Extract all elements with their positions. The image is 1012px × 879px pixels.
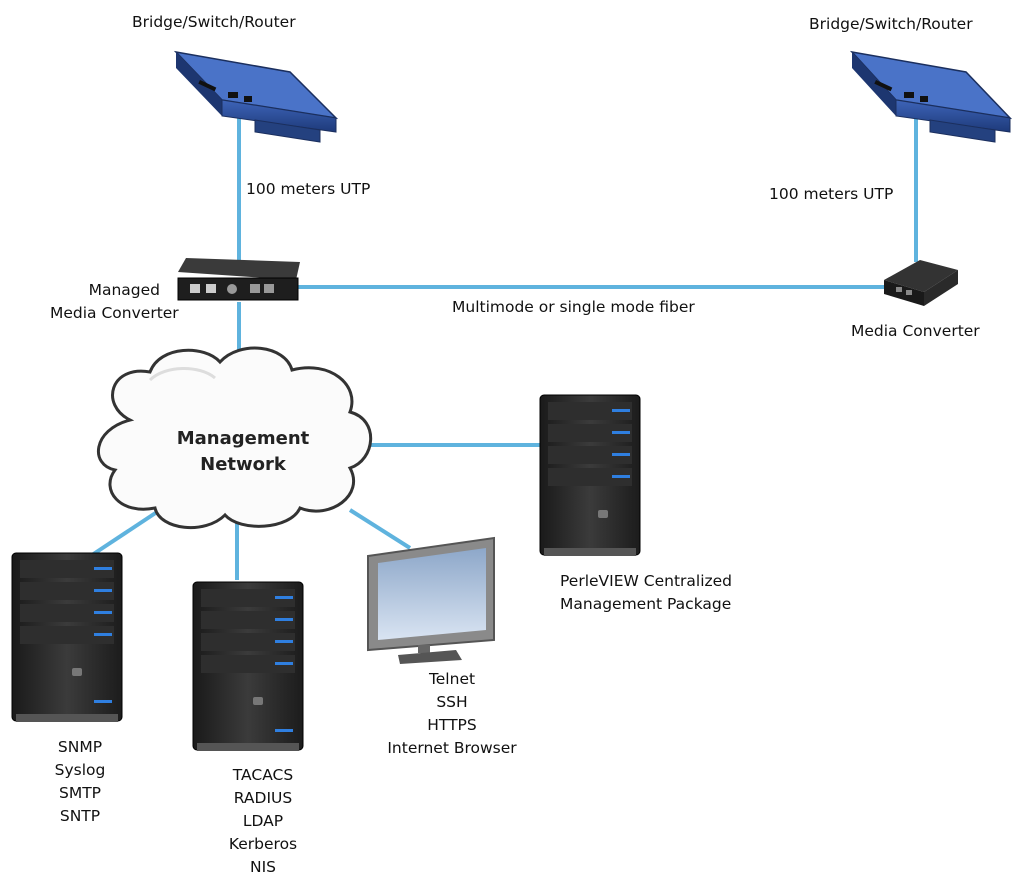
server-icon <box>11 552 123 722</box>
server-icon <box>192 581 304 751</box>
link-cloud-monitor <box>348 508 412 550</box>
perleview-label-line1: PerleVIEW Centralized <box>560 572 733 590</box>
server-left-label-smtp: SMTP <box>58 784 102 802</box>
server-mid-label-kerberos: Kerberos <box>228 835 298 853</box>
cloud-icon <box>97 346 373 530</box>
server-mid-label-radius: RADIUS <box>233 789 293 807</box>
utp-left-label: 100 meters UTP <box>246 180 371 198</box>
link-cloud-server-left <box>90 508 162 557</box>
server-mid-label-ldap: LDAP <box>242 812 284 830</box>
monitor-label-browser: Internet Browser <box>387 739 517 757</box>
router-icon <box>173 50 339 143</box>
server-icon <box>539 394 641 556</box>
monitor-icon <box>367 536 495 664</box>
fiber-label: Multimode or single mode fiber <box>452 298 695 316</box>
server-mid-label-nis: NIS <box>249 858 277 876</box>
cloud-label-line1: Management <box>176 428 310 449</box>
media-converter-icon <box>884 260 958 306</box>
cloud-label-line2: Network <box>200 454 286 475</box>
server-mid-label-tacacs: TACACS <box>232 766 294 784</box>
monitor-label-ssh: SSH <box>436 693 468 711</box>
monitor-label-telnet: Telnet <box>428 670 476 688</box>
server-left-label-syslog: Syslog <box>54 761 106 779</box>
media-converter-label: Media Converter <box>851 322 980 340</box>
router-left-label: Bridge/Switch/Router <box>132 13 296 31</box>
router-icon <box>849 50 1012 143</box>
managed-converter-label-line1: Managed <box>88 281 160 299</box>
server-left-label-sntp: SNTP <box>59 807 101 825</box>
monitor-label-https: HTTPS <box>427 716 477 734</box>
utp-right-label: 100 meters UTP <box>769 185 894 203</box>
connection-lines <box>90 112 918 580</box>
managed-converter-label-line2: Media Converter <box>50 304 179 322</box>
perleview-label-line2: Management Package <box>560 595 732 613</box>
router-right-label: Bridge/Switch/Router <box>809 15 973 33</box>
server-left-label-snmp: SNMP <box>57 738 103 756</box>
media-converter-icon <box>177 258 300 301</box>
